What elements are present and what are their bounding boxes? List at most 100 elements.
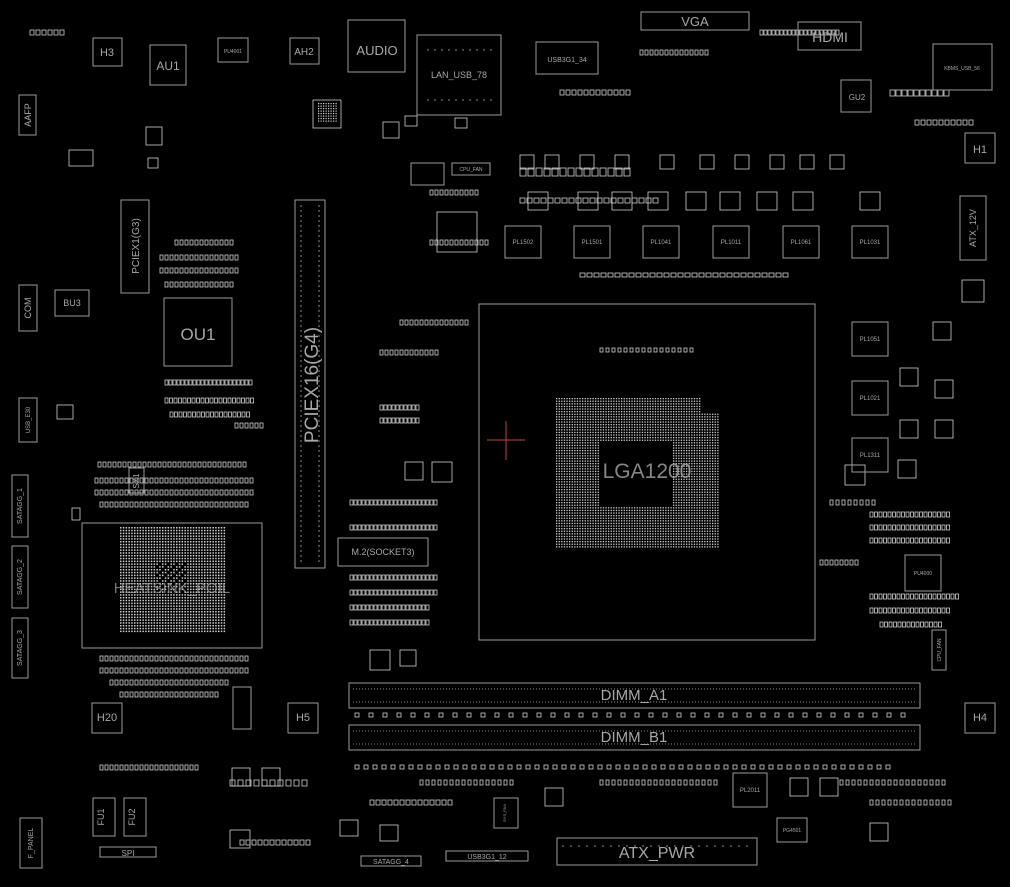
bga-pin	[714, 504, 716, 506]
bga-pin	[610, 426, 612, 428]
bga-pin	[128, 546, 130, 549]
bga-pin	[641, 525, 644, 527]
bga-pin	[654, 512, 657, 514]
passive-pad	[791, 29, 796, 36]
bga-pin	[561, 478, 563, 480]
passive-pad	[603, 197, 610, 204]
passive-pad	[491, 779, 496, 786]
bga-pin	[621, 538, 623, 540]
bga-pin	[148, 594, 150, 596]
bga-pin	[201, 557, 203, 560]
passive-pad	[413, 589, 418, 596]
bga-pin	[678, 512, 680, 514]
passive-pad	[224, 477, 229, 484]
bga-pin	[582, 434, 584, 436]
bga-pin	[167, 577, 170, 579]
bga-pin	[605, 405, 607, 408]
bga-pin	[574, 426, 576, 428]
bga-pin	[667, 426, 670, 428]
bga-pin	[662, 538, 664, 540]
bga-pin	[639, 522, 641, 525]
bga-pin	[696, 447, 698, 449]
passive-pad	[179, 281, 184, 288]
bga-pin	[675, 533, 677, 535]
bga-pin	[571, 434, 573, 436]
bga-pin	[587, 421, 589, 423]
bga-pin	[618, 421, 620, 423]
passive-pad	[684, 272, 691, 278]
bga-pin	[660, 411, 662, 413]
bga-pin	[623, 535, 625, 538]
bga-pin	[712, 455, 714, 457]
bga-pin	[644, 439, 646, 441]
bga-pin	[626, 517, 628, 519]
bga-pin	[223, 571, 226, 574]
bga-pin	[223, 549, 226, 551]
bga-pin	[704, 533, 706, 535]
bga-pin	[654, 405, 657, 408]
passive-pad	[775, 272, 782, 278]
bga-pin	[673, 413, 675, 415]
passive-pad	[209, 667, 214, 674]
bga-pin	[584, 421, 586, 423]
bga-pin	[569, 416, 571, 418]
bga-pin	[592, 517, 594, 519]
bga-pin	[691, 429, 693, 431]
bga-pin	[688, 434, 690, 436]
bga-pin	[670, 520, 672, 522]
bga-pin	[192, 560, 195, 563]
bga-pin	[691, 439, 693, 441]
bga-pin	[576, 426, 579, 428]
passive-pad	[905, 799, 910, 806]
passive-pad	[610, 197, 617, 204]
passive-pad	[184, 489, 189, 496]
bga-pin	[576, 499, 579, 501]
bga-pin	[556, 457, 558, 460]
passive-pad	[841, 499, 846, 506]
bga-pin	[145, 529, 147, 532]
bga-pin	[587, 543, 589, 545]
bga-pin	[131, 577, 133, 579]
passive-pad	[937, 524, 941, 531]
bga-pin	[709, 418, 711, 421]
bga-pin	[574, 502, 576, 504]
bga-pin	[558, 408, 560, 410]
bga-pin	[170, 571, 172, 574]
bga-pin	[206, 574, 209, 577]
bga-pin	[691, 416, 693, 418]
bga-pin	[683, 517, 685, 519]
bga-pin	[592, 541, 594, 543]
bga-pin	[673, 522, 675, 525]
passive-pad	[946, 537, 950, 544]
bga-pin	[649, 403, 651, 405]
passive-pad	[527, 167, 535, 177]
bga-pin	[665, 429, 667, 431]
bga-pin	[574, 457, 576, 460]
bga-pin	[178, 552, 181, 554]
bga-pin	[621, 543, 623, 545]
bga-pin	[652, 530, 654, 532]
passive-pad	[915, 621, 920, 628]
bga-pin	[631, 522, 633, 525]
passive-pad	[925, 89, 932, 97]
passive-pad	[596, 197, 603, 204]
passive-pad	[287, 839, 293, 846]
bga-pin	[696, 502, 698, 504]
bga-pin	[688, 424, 690, 426]
bga-pin	[173, 527, 175, 529]
bga-pin	[704, 442, 706, 444]
bga-pin	[654, 408, 657, 410]
bga-pin	[670, 431, 672, 434]
ic-outline	[829, 154, 845, 170]
bga-pin	[576, 512, 579, 514]
bga-pin	[201, 543, 203, 546]
bga-pin	[686, 434, 688, 436]
passive-pad	[383, 417, 388, 424]
bga-pin	[582, 452, 584, 454]
bga-pin	[683, 413, 685, 415]
bga-pin	[571, 530, 573, 532]
bga-pin	[576, 522, 579, 525]
bga-pin	[691, 499, 693, 501]
bga-pin	[209, 555, 212, 557]
bga-pin	[605, 535, 607, 538]
